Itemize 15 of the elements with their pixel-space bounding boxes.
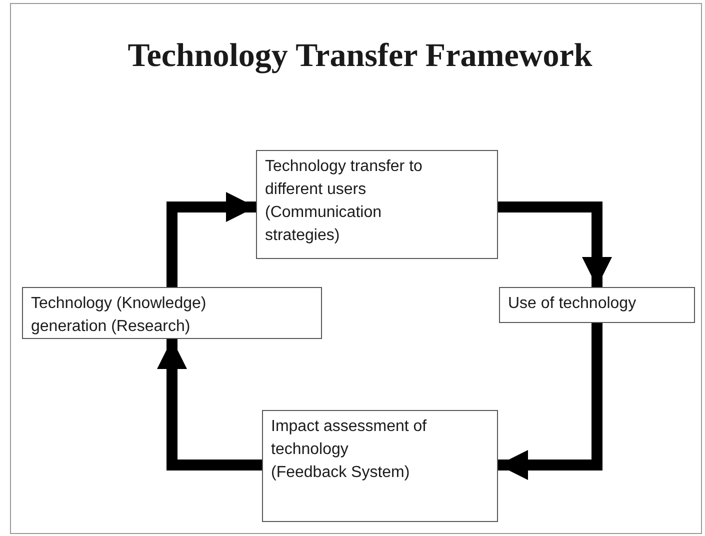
box-text: Technology transfer to different users [265, 157, 424, 200]
process-box [499, 287, 695, 323]
arrow [166, 192, 256, 287]
box-text: Technology (Knowledge) generation (Research) [31, 294, 208, 337]
process-box [22, 287, 322, 339]
process-box [256, 150, 498, 259]
process-box [262, 410, 498, 522]
arrow [498, 202, 612, 287]
arrow [498, 323, 602, 480]
box-text: (Feedback System) [271, 463, 411, 483]
box-text: (Communication strategies) [265, 203, 382, 246]
arrow [157, 339, 262, 470]
title: Technology Transfer Framework [126, 37, 594, 76]
box-text: Impact assessment of technology [271, 417, 428, 460]
box-text: Use of technology [508, 294, 638, 314]
